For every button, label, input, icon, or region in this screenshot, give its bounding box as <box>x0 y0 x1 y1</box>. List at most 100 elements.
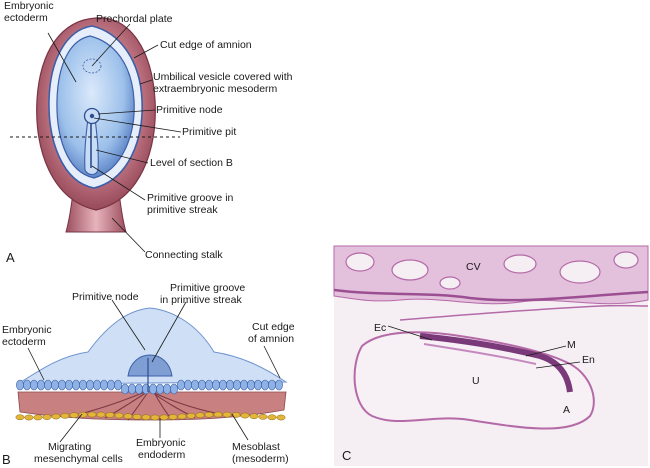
ectoderm-cell <box>65 379 73 391</box>
panel-c-labels: CV Ec M En U A C <box>342 261 595 463</box>
panel-b-leaders <box>27 299 281 443</box>
label-prechordal-plate: Prechordal plate <box>96 13 173 25</box>
ectoderm-cell <box>268 379 276 391</box>
endoderm-cell <box>186 412 196 419</box>
ectoderm-cell <box>16 379 24 391</box>
label-primitive-groove-a-1: Primitive groove in <box>147 192 234 204</box>
panel-letter-a: A <box>6 250 15 265</box>
ectoderm-cell <box>212 379 220 391</box>
label-embryonic-ectoderm-a-2: ectoderm <box>4 12 48 24</box>
endoderm-cell <box>105 412 115 418</box>
endoderm-cell <box>60 412 70 419</box>
endoderm-cell <box>96 411 106 418</box>
ectoderm-cell <box>37 379 45 391</box>
panel-letter-b: B <box>2 452 11 467</box>
ectoderm-cell <box>72 379 80 391</box>
endoderm-cell <box>267 414 277 421</box>
ectoderm-cell <box>191 379 199 391</box>
label-mesoblast-1: Mesoblast <box>232 441 280 453</box>
ectoderm-cell <box>79 379 87 391</box>
label-embryonic-endoderm-2: endoderm <box>138 449 186 461</box>
ectoderm-cells <box>16 379 283 395</box>
panel-b-illustration <box>15 307 288 421</box>
endoderm-cell <box>276 414 286 421</box>
panel-a-leaders <box>47 23 182 253</box>
panel-b-labels: Primitive node Primitive groove in primi… <box>2 282 295 467</box>
label-cut-edge-amnion-b-2: of amnion <box>248 333 294 345</box>
label-umbilical-vesicle-1: Umbilical vesicle covered with <box>153 71 293 83</box>
panel-letter-c: C <box>342 448 351 463</box>
panel-a-labels: Embryonic ectoderm Prechordal plate Cut … <box>4 0 293 265</box>
ectoderm-cell <box>177 379 185 391</box>
label-m: M <box>567 339 576 351</box>
label-connecting-stalk: Connecting stalk <box>145 249 223 261</box>
label-primitive-groove-b-1: Primitive groove <box>170 282 245 294</box>
label-primitive-pit: Primitive pit <box>182 126 236 138</box>
panel-c-leaders <box>387 325 581 369</box>
ectoderm-cell <box>226 379 234 391</box>
endoderm-cell <box>168 414 178 420</box>
endoderm-cell <box>69 412 79 419</box>
ectoderm-cell <box>233 379 241 391</box>
ectoderm-cell <box>261 379 269 391</box>
ectoderm-cell <box>149 383 157 395</box>
label-primitive-node-a: Primitive node <box>156 104 223 116</box>
ectoderm-cell <box>184 379 192 391</box>
label-embryonic-endoderm-1: Embryonic <box>136 437 186 449</box>
label-u: U <box>472 375 480 387</box>
label-primitive-node-b: Primitive node <box>72 291 139 303</box>
label-embryonic-ectoderm-b-2: ectoderm <box>2 336 46 348</box>
ectoderm-cell <box>275 379 283 391</box>
label-a-amnion: A <box>563 404 570 416</box>
ectoderm-cell <box>219 379 227 391</box>
ectoderm-cell <box>23 379 31 391</box>
endoderm-cell <box>213 411 223 418</box>
endoderm-cell <box>159 414 169 421</box>
label-primitive-groove-a-2: primitive streak <box>147 204 218 216</box>
label-embryonic-ectoderm-a-1: Embryonic <box>4 0 54 12</box>
ectoderm-cell <box>51 379 59 391</box>
ectoderm-cell <box>100 379 108 391</box>
ectoderm-cell <box>254 379 262 391</box>
ectoderm-cell <box>240 379 248 391</box>
endoderm-cell <box>231 412 241 418</box>
endoderm-cells <box>15 411 286 421</box>
endoderm-cell <box>177 413 187 420</box>
label-ec: Ec <box>374 322 386 334</box>
ectoderm-cell <box>128 383 136 395</box>
label-migrating-cells-1: Migrating <box>48 441 91 453</box>
ectoderm-cell <box>107 379 115 391</box>
ectoderm-cell <box>30 379 38 391</box>
endoderm-cell <box>150 414 160 421</box>
ectoderm-cell <box>44 379 52 391</box>
label-umbilical-vesicle-2: extraembryonic mesoderm <box>153 83 278 95</box>
ectoderm-cell <box>156 383 164 395</box>
endoderm-cell <box>15 414 25 421</box>
endoderm-cell <box>123 413 133 420</box>
label-level-section-b: Level of section B <box>150 157 233 169</box>
endoderm-cell <box>33 414 43 421</box>
endoderm-cell <box>87 411 97 418</box>
ectoderm-cell <box>93 379 101 391</box>
ectoderm-cell <box>205 379 213 391</box>
endoderm-cell <box>24 414 34 421</box>
endoderm-cell <box>249 413 259 420</box>
label-embryonic-ectoderm-b-1: Embryonic <box>2 324 52 336</box>
label-en: En <box>582 354 595 366</box>
ectoderm-cell <box>121 383 129 395</box>
ectoderm-cell <box>170 383 178 395</box>
label-cut-edge-amnion-b-1: Cut edge <box>252 321 295 333</box>
endoderm-cell <box>222 411 232 418</box>
label-mesoblast-2: (mesoderm) <box>232 453 289 465</box>
ectoderm-cell <box>86 379 94 391</box>
endoderm-cell <box>258 413 268 420</box>
endoderm-cell <box>240 412 250 419</box>
endoderm-cell <box>51 413 61 420</box>
label-cv: CV <box>466 261 481 273</box>
endoderm-cell <box>42 414 52 420</box>
endoderm-cell <box>195 412 205 419</box>
endoderm-cell <box>114 412 124 419</box>
ectoderm-cell <box>198 379 206 391</box>
panel-c-micrograph <box>333 245 649 466</box>
